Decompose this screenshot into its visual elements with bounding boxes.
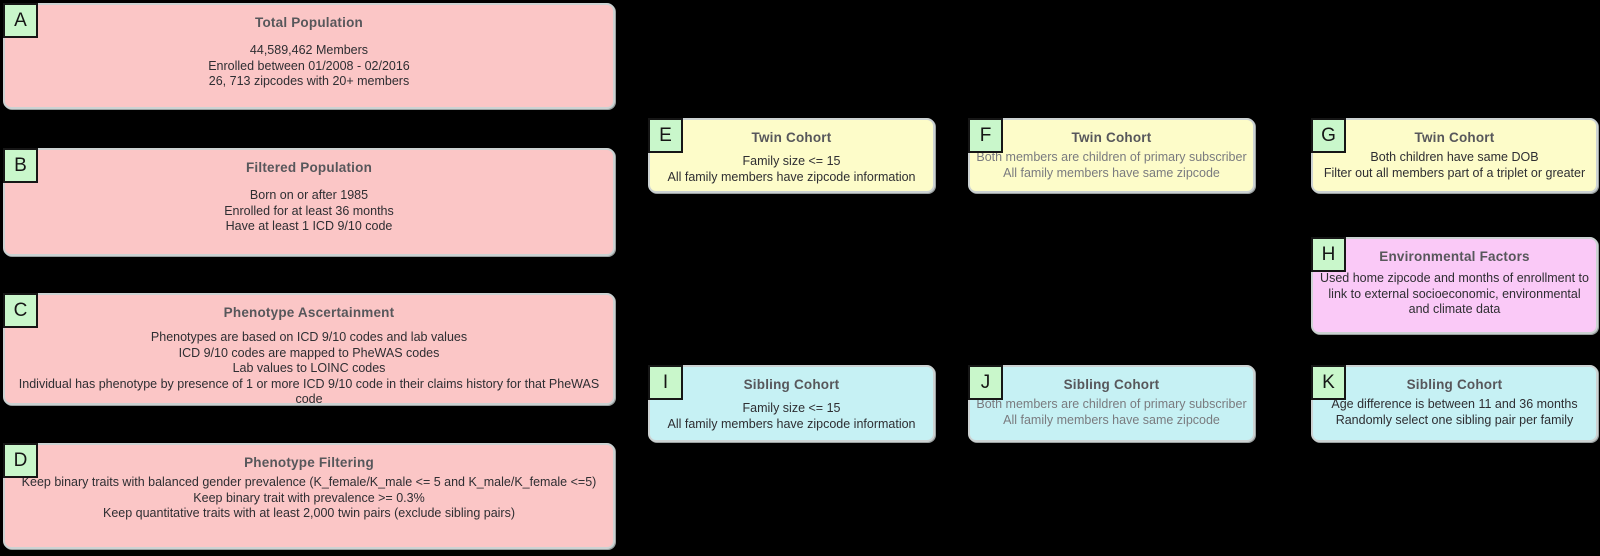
box-d-line: Keep binary traits with balanced gender … xyxy=(21,475,597,489)
box-f-line: All family members have same zipcode xyxy=(1003,165,1220,180)
box-d-title: Phenotype Filtering xyxy=(244,455,374,470)
box-k-line: Age difference is between 11 and 36 mont… xyxy=(1331,397,1578,411)
box-g-body: Both children have same DOB Filter out a… xyxy=(1313,150,1596,181)
box-h-label-badge: H xyxy=(1311,237,1346,272)
box-j-line: Both members are children of primary sub… xyxy=(976,397,1247,411)
box-h-line: Used home zipcode and months of enrollme… xyxy=(1320,271,1589,316)
box-g-twin-cohort: G Twin Cohort Both children have same DO… xyxy=(1311,118,1598,193)
box-e-twin-cohort: E Twin Cohort Family size <= 15 All fami… xyxy=(648,118,935,193)
box-a-title: Total Population xyxy=(255,15,363,30)
box-d-body: Keep binary traits with balanced gender … xyxy=(5,475,613,522)
box-h-title: Environmental Factors xyxy=(1379,249,1530,264)
box-g-label-badge: G xyxy=(1311,118,1346,153)
box-i-line: Family size <= 15 xyxy=(742,401,841,415)
box-i-sibling-cohort: I Sibling Cohort Family size <= 15 All f… xyxy=(648,365,935,442)
box-c-line: Phenotypes are based on ICD 9/10 codes a… xyxy=(150,330,468,344)
box-c-line: ICD 9/10 codes are mapped to PheWAS code… xyxy=(178,345,440,360)
box-f-title: Twin Cohort xyxy=(1071,130,1152,145)
box-g-line: Filter out all members part of a triplet… xyxy=(1323,165,1586,180)
box-e-label-badge: E xyxy=(648,118,683,153)
box-b-title: Filtered Population xyxy=(245,160,373,175)
box-k-body: Age difference is between 11 and 36 mont… xyxy=(1313,397,1596,428)
box-d-line: Keep quantitative traits with at least 2… xyxy=(102,506,516,520)
box-e-line: Family size <= 15 xyxy=(742,154,841,168)
box-h-environmental-factors: H Environmental Factors Used home zipcod… xyxy=(1311,237,1598,334)
box-c-title: Phenotype Ascertainment xyxy=(223,305,395,320)
box-d-label-badge: D xyxy=(3,443,38,478)
box-a-line: 26, 713 zipcodes with 20+ members xyxy=(208,74,410,88)
box-f-twin-cohort: F Twin Cohort Both members are children … xyxy=(968,118,1255,193)
box-j-line: All family members have same zipcode xyxy=(1003,412,1220,427)
box-c-body: Phenotypes are based on ICD 9/10 codes a… xyxy=(5,330,613,408)
box-f-label-badge: F xyxy=(968,118,1003,153)
box-d-line: Keep binary trait with prevalence >= 0.3… xyxy=(193,490,425,505)
box-j-label-badge: J xyxy=(968,365,1003,400)
box-k-sibling-cohort: K Sibling Cohort Age difference is betwe… xyxy=(1311,365,1598,442)
box-b-line: Have at least 1 ICD 9/10 code xyxy=(225,219,393,233)
box-a-total-population: A Total Population 44,589,462 Members En… xyxy=(3,3,615,109)
box-e-title: Twin Cohort xyxy=(751,130,832,145)
box-i-line: All family members have zipcode informat… xyxy=(667,416,916,431)
box-k-label-badge: K xyxy=(1311,365,1346,400)
box-j-sibling-cohort: J Sibling Cohort Both members are childr… xyxy=(968,365,1255,442)
box-c-phenotype-ascertainment: C Phenotype Ascertainment Phenotypes are… xyxy=(3,293,615,408)
box-g-title: Twin Cohort xyxy=(1414,130,1495,145)
box-i-body: Family size <= 15 All family members hav… xyxy=(650,401,933,432)
box-f-line: Both members are children of primary sub… xyxy=(976,150,1247,164)
box-k-title: Sibling Cohort xyxy=(1406,377,1503,392)
box-e-line: All family members have zipcode informat… xyxy=(667,169,916,184)
box-c-line: Lab values to LOINC codes xyxy=(232,361,386,375)
box-b-line: Born on or after 1985 xyxy=(249,188,369,202)
box-e-body: Family size <= 15 All family members hav… xyxy=(650,154,933,185)
box-b-line: Enrolled for at least 36 months xyxy=(224,203,394,218)
box-a-line: 44,589,462 Members xyxy=(249,43,369,57)
box-a-line: Enrolled between 01/2008 - 02/2016 xyxy=(208,58,410,73)
box-i-title: Sibling Cohort xyxy=(743,377,840,392)
box-b-filtered-population: B Filtered Population Born on or after 1… xyxy=(3,148,615,256)
box-a-label-badge: A xyxy=(3,3,38,38)
box-c-label-badge: C xyxy=(3,293,38,328)
box-i-label-badge: I xyxy=(648,365,683,400)
box-b-label-badge: B xyxy=(3,148,38,183)
box-b-body: Born on or after 1985 Enrolled for at le… xyxy=(5,188,613,235)
box-k-line: Randomly select one sibling pair per fam… xyxy=(1335,412,1574,427)
box-f-body: Both members are children of primary sub… xyxy=(970,150,1253,181)
box-a-body: 44,589,462 Members Enrolled between 01/2… xyxy=(5,43,613,90)
box-j-title: Sibling Cohort xyxy=(1063,377,1160,392)
box-d-phenotype-filtering: D Phenotype Filtering Keep binary traits… xyxy=(3,443,615,549)
box-c-line: Individual has phenotype by presence of … xyxy=(18,376,600,407)
box-j-body: Both members are children of primary sub… xyxy=(970,397,1253,428)
box-g-line: Both children have same DOB xyxy=(1370,150,1539,164)
box-h-body: Used home zipcode and months of enrollme… xyxy=(1313,271,1596,318)
